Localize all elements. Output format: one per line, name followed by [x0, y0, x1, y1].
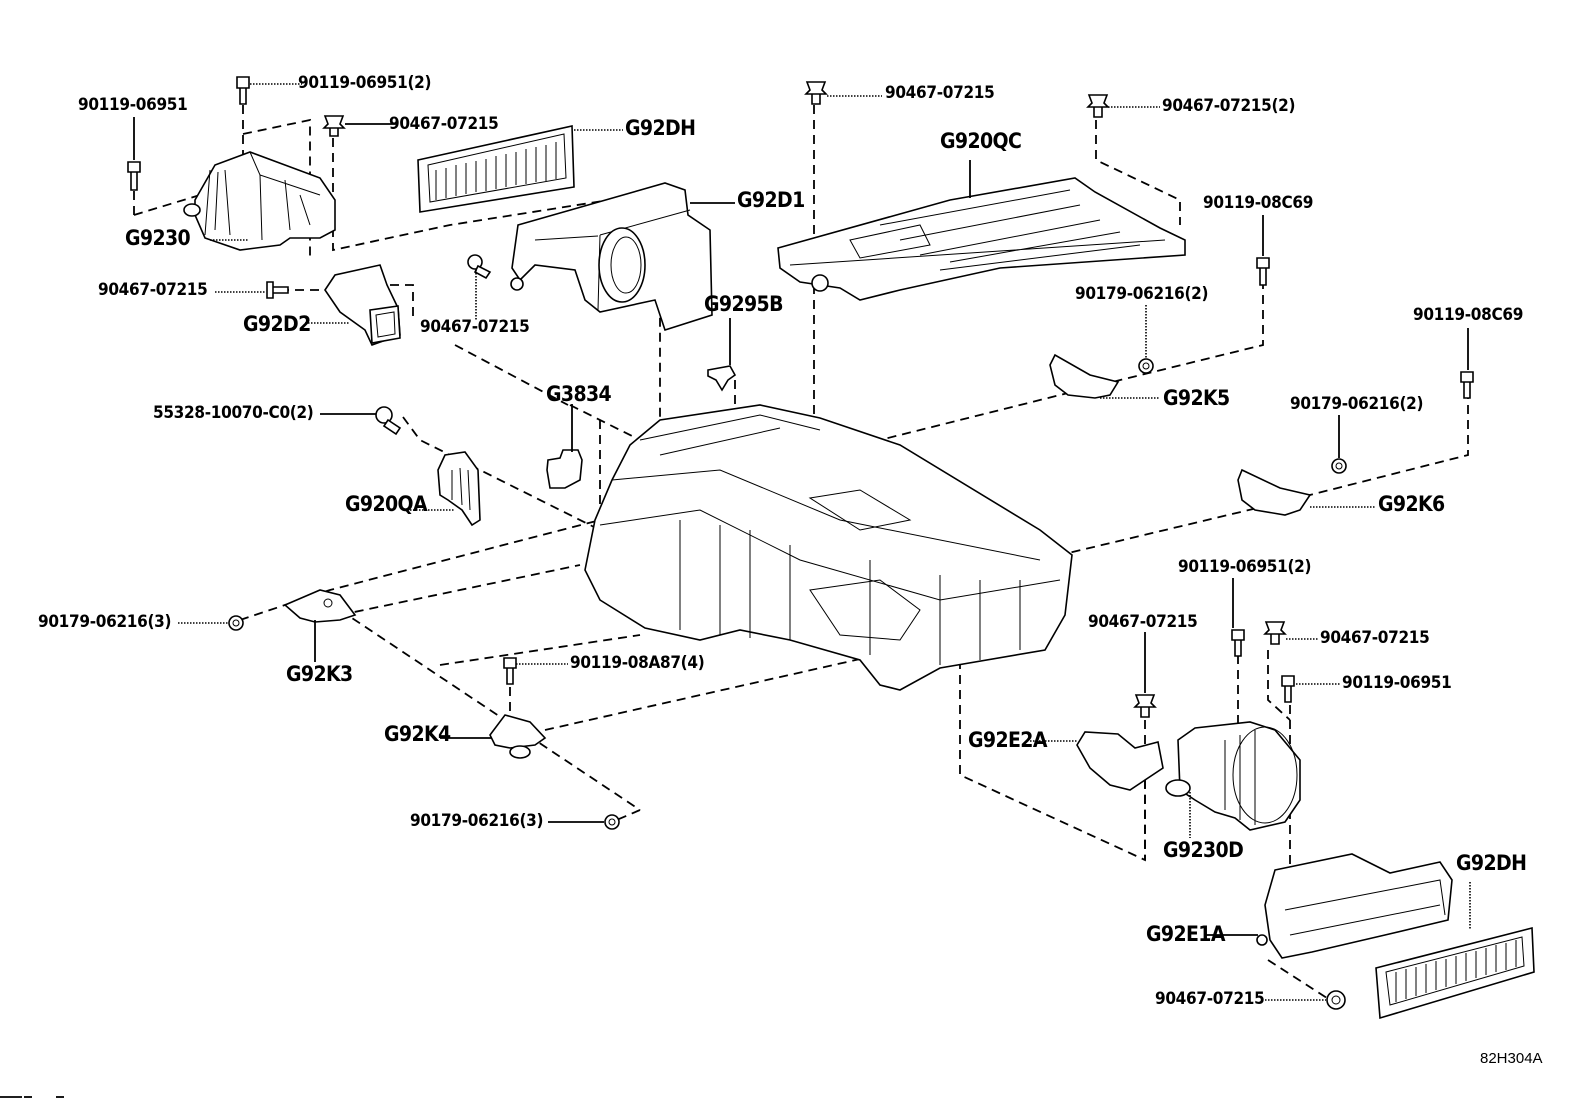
part-g9230d-blower: [1165, 721, 1301, 831]
nut-icon: [228, 615, 244, 631]
callout-label: 90119-06951: [78, 95, 188, 115]
fasteners: [127, 76, 1474, 1010]
part-main-tray: [584, 404, 1073, 691]
leader-lines: [133, 83, 1471, 1001]
callout-label: 90467-07215: [1088, 612, 1198, 632]
callout-label: G92K6: [1378, 492, 1445, 516]
callout-label: G3834: [546, 382, 612, 406]
clip-icon: [1086, 94, 1110, 118]
nut-icon: [604, 814, 620, 830]
part-g92e2a-duct: [1076, 731, 1164, 791]
bolt-icon: [127, 161, 141, 191]
callout-label: 90119-08C69: [1413, 305, 1524, 325]
clip-icon: [1133, 694, 1157, 718]
part-g92k6-bracket: [1237, 468, 1312, 516]
callout-label: 90119-08A87(4): [570, 653, 705, 673]
part-g92k4-bracket: [489, 714, 547, 759]
callout-label: 90467-07215: [389, 114, 499, 134]
part-g9295b-clip: [707, 365, 737, 392]
bolt-icon: [236, 76, 250, 105]
callout-label: 55328-10070-C0(2): [153, 403, 314, 423]
grommet-icon: [375, 406, 402, 436]
callout-label: G92E2A: [968, 728, 1047, 752]
callout-label: G92K5: [1163, 386, 1230, 410]
nut-icon: [1331, 458, 1347, 474]
part-g9230-blower: [183, 151, 336, 251]
callout-label: G92DH: [1456, 851, 1527, 875]
bolt-icon: [1460, 371, 1474, 399]
callout-label: G920QA: [345, 492, 428, 516]
part-g920qa: [437, 451, 481, 527]
callout-label: G9230: [125, 226, 191, 250]
callout-label: 90467-07215: [420, 317, 530, 337]
callout-label: G920QC: [940, 129, 1022, 153]
part-g92e1a-duct: [1256, 853, 1453, 959]
clip-icon: [467, 254, 492, 280]
callout-label: G9230D: [1163, 838, 1244, 862]
callout-label: G9295B: [704, 292, 783, 316]
nut-icon: [1138, 358, 1154, 374]
bolt-icon: [503, 657, 517, 685]
callout-label: 90467-07215: [1155, 989, 1265, 1009]
callout-label: 90467-07215: [885, 83, 995, 103]
callout-label: 90179-06216(2): [1075, 284, 1209, 304]
callout-label: 90467-07215: [98, 280, 208, 300]
clip-icon: [1263, 621, 1287, 645]
callout-label: G92D2: [243, 312, 311, 336]
callout-label: 90467-07215(2): [1162, 96, 1296, 116]
clip-icon: [322, 115, 346, 137]
bolt-icon: [1281, 675, 1295, 703]
callout-label: G92DH: [625, 116, 696, 140]
bolt-icon: [1256, 257, 1270, 286]
callout-label: 90119-08C69: [1203, 193, 1314, 213]
part-g92k3-bracket: [283, 589, 357, 623]
callout-label: G92D1: [737, 188, 805, 212]
clip-icon: [1326, 990, 1346, 1010]
callout-label: 90467-07215: [1320, 628, 1430, 648]
part-g920qc-tray-cover: [777, 177, 1186, 301]
callout-label: G92K3: [286, 662, 353, 686]
callout-label: 90179-06216(3): [38, 612, 172, 632]
illustration-code: 82H304A: [1480, 1050, 1543, 1067]
part-g92dh-filter-lower: [1375, 926, 1535, 1020]
clip-icon: [266, 281, 289, 299]
callout-label: 90119-06951: [1342, 673, 1452, 693]
part-g92dh-filter-upper: [417, 125, 575, 213]
callout-label: G92K4: [384, 722, 451, 746]
callout-label: 90179-06216(3): [410, 811, 544, 831]
part-g92d2-duct: [324, 264, 401, 346]
part-g92d1-duct: [510, 182, 713, 332]
callout-label: 90179-06216(2): [1290, 394, 1424, 414]
clip-icon: [804, 81, 828, 105]
callout-label: 90119-06951(2): [1178, 557, 1312, 577]
part-g92k5-bracket: [1049, 353, 1120, 399]
callout-label: 90119-06951(2): [298, 73, 432, 93]
callout-label: G92E1A: [1146, 922, 1225, 946]
bolt-icon: [1231, 629, 1245, 657]
part-g3834-bracket: [546, 449, 583, 489]
